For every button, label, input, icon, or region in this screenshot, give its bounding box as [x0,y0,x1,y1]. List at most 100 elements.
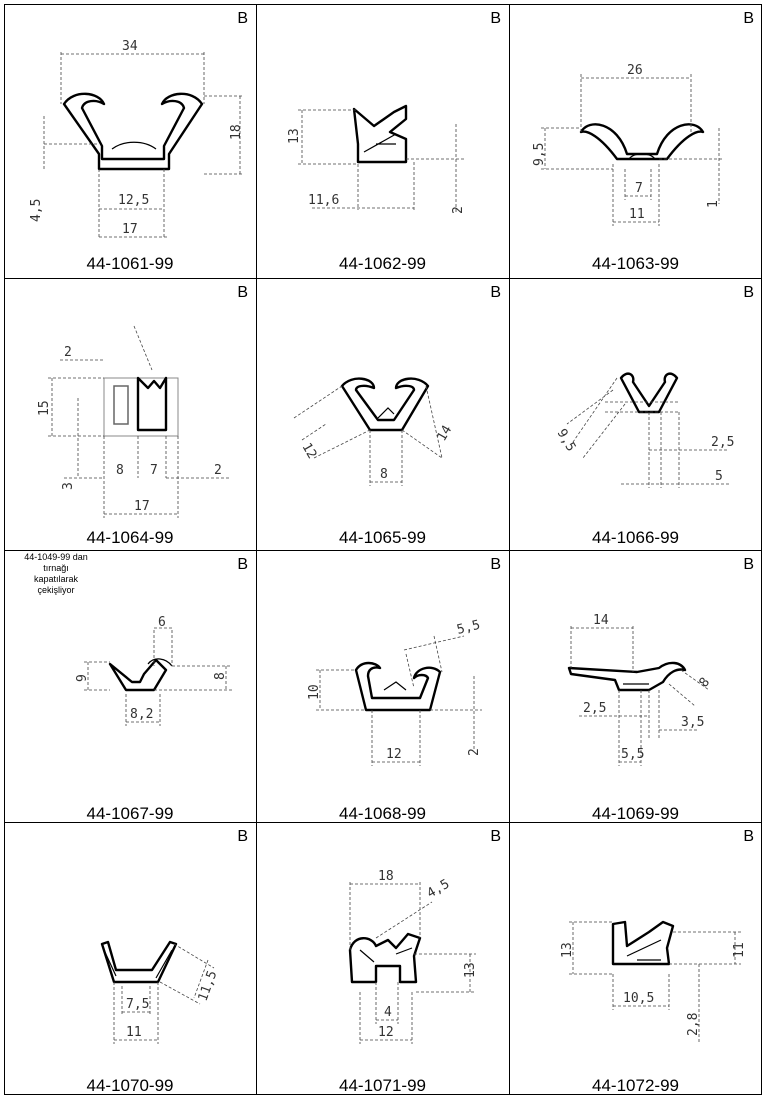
profile-code: 44-1070-99 [86,1076,174,1095]
dim-label: 15 [37,400,52,416]
profile-code: 44-1061-99 [86,254,174,273]
dim-label: 13 [560,942,575,958]
profile-cell-1067: 44-1049-99 dan tırnağı kapatılarak çekiş… [4,550,256,823]
dim-label: 10 [307,684,322,700]
b-mark: B [743,556,754,573]
dim-label: 12 [386,747,402,762]
dim-label: 3,5 [681,715,704,730]
dim-label: 8 [380,467,388,482]
dim-label: 13 [287,128,302,144]
profile-code: 44-1069-99 [592,804,679,823]
dim-label: 18 [378,869,394,884]
dim-label: 4 [384,1005,392,1020]
dim-label: 11 [629,207,645,222]
dim-label: 12,5 [118,193,149,208]
profile-code: 44-1064-99 [86,528,174,547]
dim-label: 12 [299,441,320,462]
profile-cell-1065: B 12 14 8 44-1065-99 [256,278,509,550]
profile-cell-1064: B 2 15 3 8 7 2 17 44-1064-99 [4,278,256,550]
profile-cell-1069: B 14 8 2,5 3,5 5,5 44-1069-99 [509,550,762,823]
profile-cell-1070: B 7,5 11 11,5 44-1070-99 [4,822,256,1095]
dim-label: 11 [126,1025,142,1040]
b-mark: B [237,828,248,845]
b-mark: B [237,10,248,27]
dim-label: 2,5 [583,701,606,716]
dim-label: 14 [593,613,609,628]
dim-label: 6 [158,615,166,630]
b-mark: B [490,284,501,301]
dim-label: 2 [214,463,222,478]
profile-code: 44-1063-99 [592,254,679,273]
seal-profile-catalog-grid: B 34 18 4,5 12,5 17 44-1061-99 B 13 11,6… [4,4,762,1095]
dim-label: 8 [213,672,228,680]
profile-drawing-1068: 5,5 10 2 12 [307,618,482,766]
dim-label: 2 [64,345,72,360]
dim-label: 8 [697,675,714,691]
dim-label: 1 [706,200,721,208]
dim-label: 9,5 [532,143,547,166]
b-mark: B [237,284,248,301]
profile-cell-1072: B 13 11 2,8 10,5 44-1072-99 [509,822,762,1095]
grid-lines [4,4,762,1095]
profile-note: 44-1049-99 dan tırnağı kapatılarak çekiş… [24,552,88,595]
profile-cell-1063: B 26 9,5 7 11 1 44-1063-99 [509,4,762,278]
profile-drawing-1069: 14 8 2,5 3,5 5,5 [567,613,714,766]
dim-label: 2 [467,748,482,756]
dim-label: 5,5 [621,747,644,762]
dim-label: 12 [378,1025,394,1040]
dim-label: 2 [451,206,466,214]
dim-label: 7 [150,463,158,478]
profile-drawing-1061: 34 18 4,5 12,5 17 [29,39,244,239]
b-mark: B [743,284,754,301]
dim-label: 7 [635,181,643,196]
profile-cell-1062: B 13 11,6 2 44-1062-99 [256,4,509,278]
dim-label: 2,5 [711,435,734,450]
b-mark: B [743,828,754,845]
dim-label: 4,5 [425,877,453,902]
dim-label: 11 [732,942,747,958]
dim-label: 8 [116,463,124,478]
dim-label: 11,6 [308,193,339,208]
profile-cell-1066: B 9,5 2,5 5 44-1066-99 [509,278,762,550]
profile-code: 44-1065-99 [339,528,426,547]
b-mark: B [490,556,501,573]
dim-label: 7,5 [126,997,149,1012]
profile-drawing-1066: 9,5 2,5 5 [554,372,734,488]
dim-label: 8,2 [130,707,153,722]
dim-label: 5,5 [455,618,481,638]
profile-drawing-1067: 9 6 8 8,2 [75,615,232,726]
dim-label: 34 [122,39,138,54]
dim-label: 14 [434,423,455,444]
profile-drawing-1072: 13 11 2,8 10,5 [560,920,747,1042]
profile-drawing-1070: 7,5 11 11,5 [100,940,221,1044]
b-mark: B [237,556,248,573]
dim-label: 17 [122,222,138,237]
b-mark: B [743,10,754,27]
profile-drawing-1062: 13 11,6 2 [287,104,466,214]
profile-drawing-1064: 2 15 3 8 7 2 17 [37,325,230,518]
profile-cell-1061: B 34 18 4,5 12,5 17 44-1061-99 [4,4,256,278]
profile-cell-1068: B 5,5 10 2 12 44-1068-99 [256,550,509,823]
b-mark: B [490,10,501,27]
dim-label: 9,5 [554,427,579,455]
profile-code: 44-1068-99 [339,804,426,823]
dim-label: 4,5 [29,199,44,222]
dim-label: 3 [61,482,76,490]
dim-label: 11,5 [196,969,221,1004]
profile-cell-1071: B 18 4,5 13 4 12 44-1071-99 [256,822,509,1095]
dim-label: 10,5 [623,991,654,1006]
profile-drawing-1063: 26 9,5 7 11 1 [532,63,724,226]
b-mark: B [490,828,501,845]
profile-drawing-1065: 12 14 8 [293,377,455,486]
dim-label: 26 [627,63,643,78]
dim-label: 17 [134,499,150,514]
dim-label: 2,8 [686,1013,701,1036]
dim-label: 18 [229,124,244,140]
profile-code: 44-1062-99 [339,254,426,273]
dim-label: 5 [715,469,723,484]
profile-drawing-1071: 18 4,5 13 4 12 [348,869,478,1044]
profile-code: 44-1072-99 [592,1076,679,1095]
dim-label: 9 [75,674,90,682]
profile-code: 44-1067-99 [86,804,174,823]
profile-code: 44-1066-99 [592,528,679,547]
